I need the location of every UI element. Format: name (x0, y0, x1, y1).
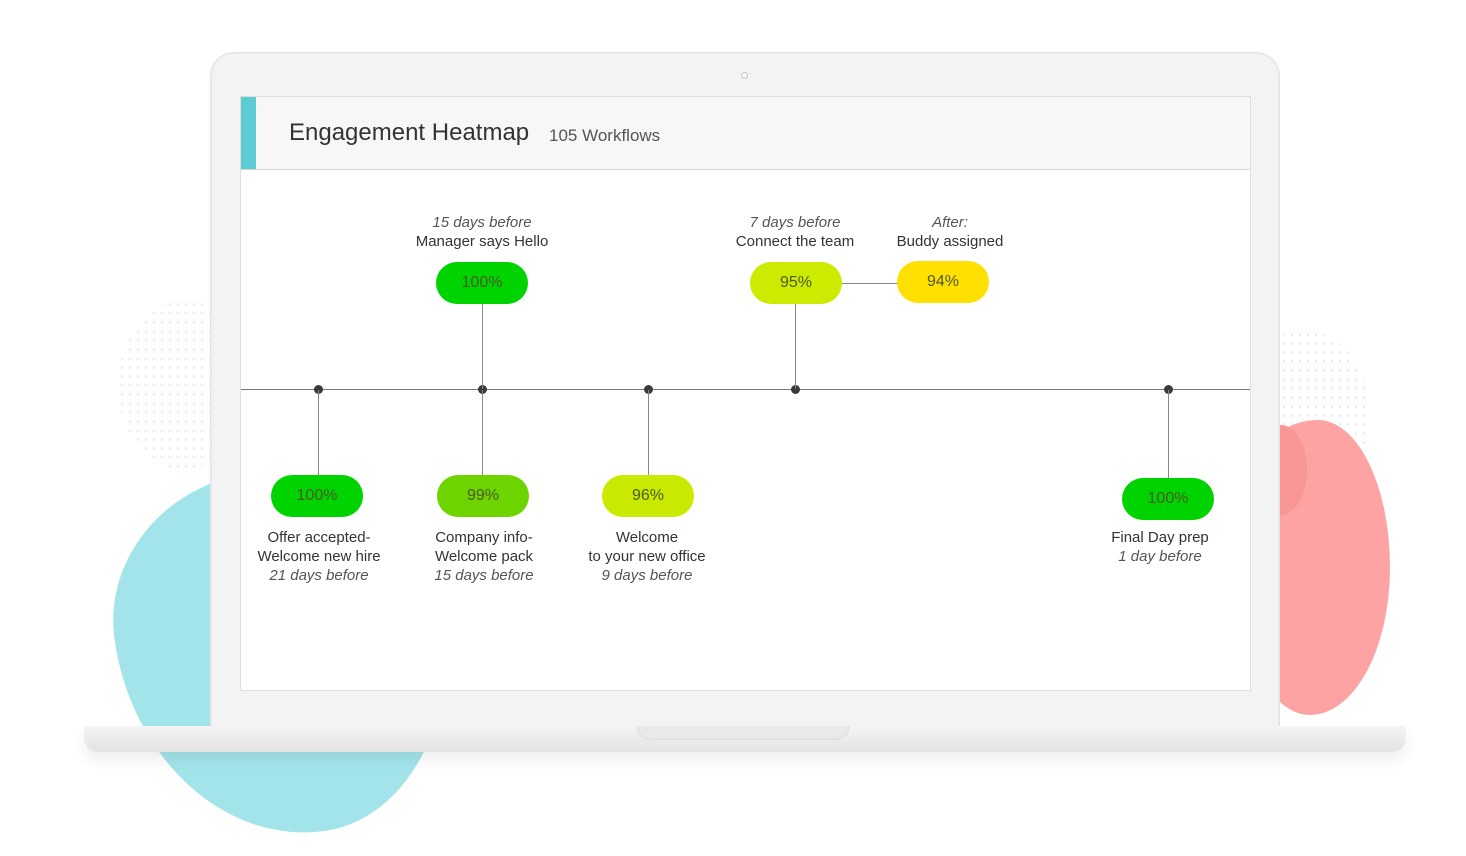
welcome-timing: 9 days before (601, 567, 693, 584)
timeline-dot-connect (791, 385, 800, 394)
offer-line2: Welcome new hire (257, 548, 381, 565)
connect-label: 7 days before Connect the team (695, 213, 895, 251)
connector-buddy (841, 283, 899, 284)
manager-timing: 15 days before (432, 214, 532, 231)
company-timing: 15 days before (434, 567, 534, 584)
connect-timing: 7 days before (749, 214, 841, 231)
workflow-pill-offer[interactable]: 100% (271, 475, 363, 517)
workflow-pill-connect[interactable]: 95% (750, 262, 842, 304)
connector-welcome (648, 390, 649, 475)
connect-name: Connect the team (735, 233, 855, 250)
heatmap-header: Engagement Heatmap 105 Workflows (241, 97, 1250, 170)
laptop-opening-notch (636, 726, 850, 740)
timeline-dot-offer (314, 385, 323, 394)
final-label: Final Day prep 1 day before (1060, 528, 1250, 566)
workflow-pill-manager[interactable]: 100% (436, 262, 528, 304)
offer-line1: Offer accepted- (267, 529, 371, 546)
buddy-label: After: Buddy assigned (850, 213, 1050, 251)
offer-label: Offer accepted- Welcome new hire 21 days… (241, 528, 419, 585)
camera-icon (741, 72, 748, 79)
company-line1: Company info- (435, 529, 533, 546)
timeline-dot-welcome (644, 385, 653, 394)
laptop-screen: Engagement Heatmap 105 Workflows 15 days… (240, 96, 1251, 691)
company-label: Company info- Welcome pack 15 days befor… (384, 528, 584, 585)
workflow-pill-welcome[interactable]: 96% (602, 475, 694, 517)
connector-final (1168, 390, 1169, 478)
timeline-axis (241, 389, 1250, 390)
workflow-count: 105 Workflows (549, 126, 661, 145)
welcome-line1: Welcome (615, 529, 679, 546)
header-accent-bar (241, 97, 256, 169)
final-line1: Final Day prep (1111, 529, 1209, 546)
workflow-pill-buddy[interactable]: 94% (897, 261, 989, 303)
timeline-dot-company (478, 385, 487, 394)
page-title: Engagement Heatmap (289, 119, 530, 146)
manager-name: Manager says Hello (415, 233, 549, 250)
timeline-dot-final (1164, 385, 1173, 394)
welcome-label: Welcome to your new office 9 days before (547, 528, 747, 585)
final-timing: 1 day before (1118, 548, 1202, 565)
connector-connect (795, 304, 796, 389)
workflow-pill-company[interactable]: 99% (437, 475, 529, 517)
connector-offer (318, 390, 319, 475)
welcome-line2: to your new office (588, 548, 706, 565)
connector-manager (482, 304, 483, 389)
workflow-pill-final[interactable]: 100% (1122, 478, 1214, 520)
buddy-name: Buddy assigned (896, 233, 1004, 250)
company-line2: Welcome pack (434, 548, 534, 565)
buddy-timing: After: (932, 214, 968, 231)
offer-timing: 21 days before (269, 567, 369, 584)
connector-company (482, 390, 483, 475)
manager-label: 15 days before Manager says Hello (382, 213, 582, 251)
